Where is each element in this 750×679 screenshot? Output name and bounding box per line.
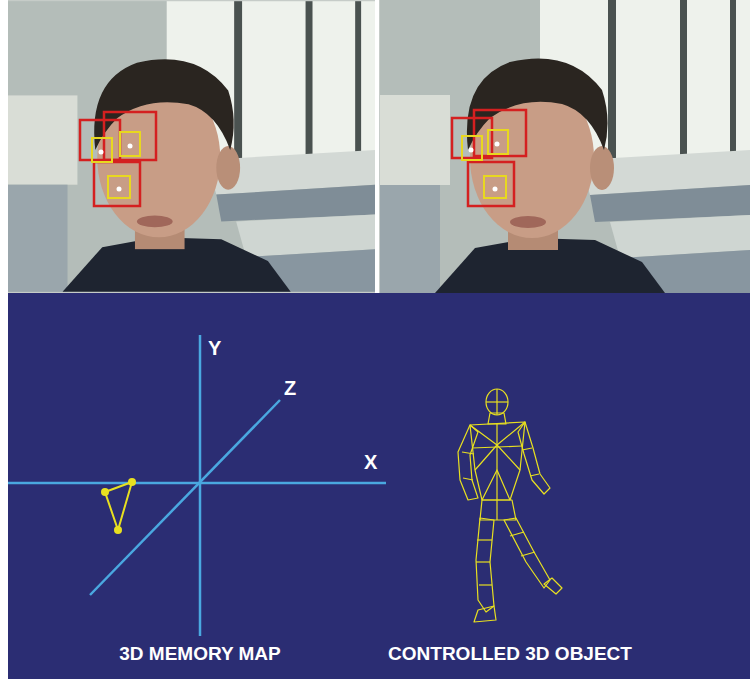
panel-caption: 3D MEMORY MAP — [119, 644, 281, 663]
axis-label: Z — [284, 378, 296, 398]
axis-label: Y — [208, 338, 221, 358]
panel-caption: CONTROLLED 3D OBJECT — [388, 644, 632, 663]
axis-label: X — [364, 452, 377, 472]
